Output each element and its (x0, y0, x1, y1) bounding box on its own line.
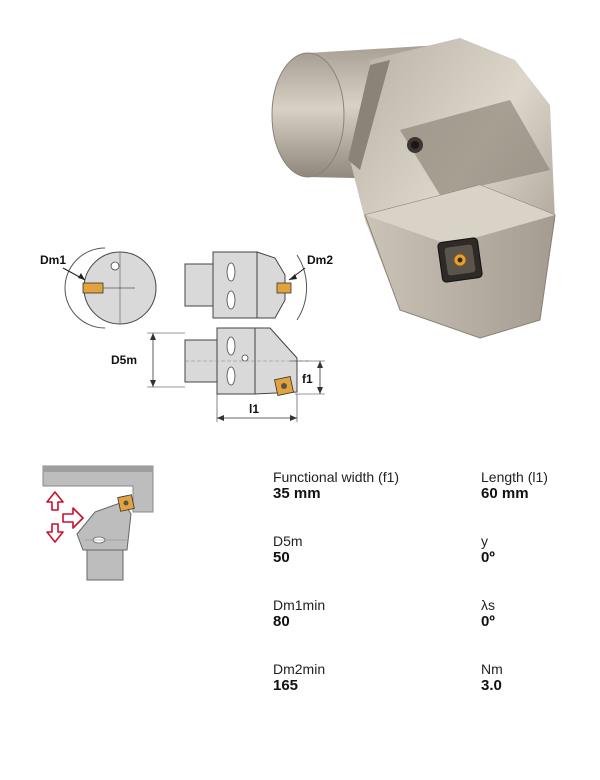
spec-value: 3.0 (481, 677, 502, 694)
spec-label: Dm1min (273, 597, 326, 613)
spec-dm2min: Dm2min 165 (273, 661, 325, 695)
spec-label: y (481, 533, 488, 549)
spec-label: Nm (481, 661, 503, 677)
dimension-drawing: Dm1 Dm2 D5m f1 l1 (40, 247, 333, 422)
spec-label: λs (481, 597, 495, 613)
tool-holder-render (271, 38, 556, 339)
spec-value: 50 (273, 549, 290, 566)
spec-value: 35 mm (273, 485, 321, 502)
spec-value: 0º (481, 613, 495, 630)
f1-label: f1 (302, 372, 313, 386)
workpiece-shape (42, 465, 154, 513)
spec-functional-width: Functional width (f1) 35 mm (273, 469, 399, 503)
arrow-down-icon (46, 523, 64, 543)
spec-label: Length (l1) (481, 469, 548, 485)
spec-value: 165 (273, 677, 299, 694)
spec-value: 60 mm (481, 485, 529, 502)
spec-length: Length (l1) 60 mm (481, 469, 548, 503)
application-icon (42, 465, 154, 581)
spec-value: 0º (481, 549, 495, 566)
spec-value: 80 (273, 613, 290, 630)
side-view (184, 251, 307, 321)
top-view (184, 327, 310, 396)
spec-dm1min: Dm1min 80 (273, 597, 325, 631)
spec-y: y 0º (481, 533, 495, 567)
l1-label: l1 (249, 402, 259, 416)
arrow-up-icon (46, 491, 64, 511)
spec-lambda-s: λs 0º (481, 597, 495, 631)
dm1-label: Dm1 (40, 253, 66, 267)
dm2-label: Dm2 (307, 253, 333, 267)
spec-label: Dm2min (273, 661, 326, 677)
arrow-right-icon (62, 507, 84, 529)
spec-label: D5m (273, 533, 303, 549)
d5m-label: D5m (111, 353, 137, 367)
spec-d5m: D5m 50 (273, 533, 303, 567)
spec-label: Functional width (f1) (273, 469, 400, 485)
front-view (64, 247, 157, 329)
spec-nm: Nm 3.0 (481, 661, 503, 695)
